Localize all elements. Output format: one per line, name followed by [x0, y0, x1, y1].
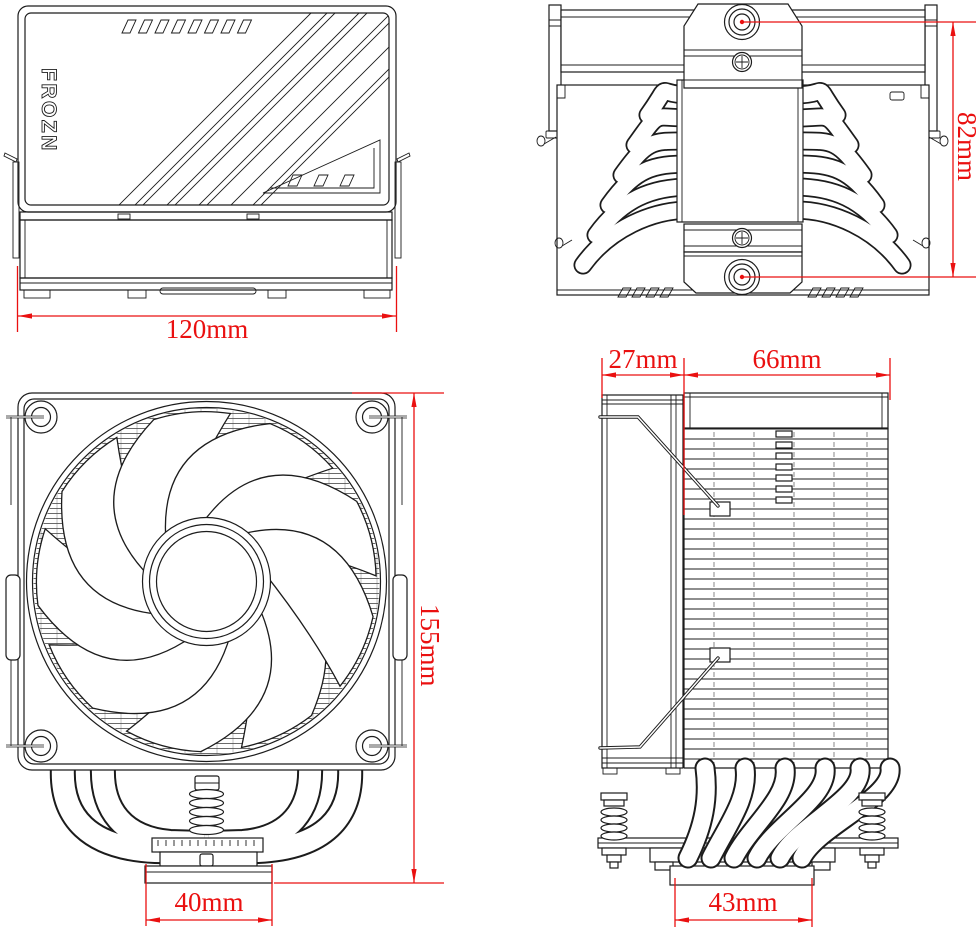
cold-plate [676, 79, 804, 223]
base-assembly-front [144, 775, 273, 884]
top-mount-block [683, 3, 803, 89]
fan-top-cover [17, 5, 397, 213]
diagonal-stripes [117, 13, 389, 205]
fin-top-plate [683, 392, 889, 429]
dimension-label-fin-depth: 66mm [752, 344, 821, 374]
vent-slats [121, 19, 253, 34]
fin-stack-top-edge [19, 211, 393, 299]
side-clips [3, 152, 411, 259]
dimension-base-43: 43mm [674, 878, 813, 927]
dimension-label-depth: 82mm [952, 112, 976, 181]
dimension-fan-27: 27mm [601, 344, 685, 515]
top-view: FROZN [3, 5, 411, 344]
base-block [144, 865, 273, 884]
fin-stack [684, 428, 888, 768]
bottom-mount-bracket [683, 223, 803, 296]
dimension-label-base-width: 40mm [174, 887, 243, 917]
dimension-label-width: 120mm [166, 314, 249, 344]
corner-screw-holes [24, 400, 389, 763]
corner-accent-panel [262, 139, 381, 194]
dimension-height-155: 155mm [274, 392, 445, 884]
dimension-width-120: 120mm [16, 266, 398, 344]
dimension-label-fan-thickness: 27mm [608, 344, 677, 374]
fin-stack-side [683, 392, 889, 769]
front-view: 155mm 40mm [2, 384, 445, 926]
bottom-view: 82mm [536, 3, 976, 298]
fan-clip-wires [6, 415, 407, 748]
clip-catch [709, 647, 731, 663]
fan-side-profile [601, 394, 684, 775]
dimension-base-40: 40mm [145, 864, 273, 926]
heatpipe-solder-column [775, 430, 793, 504]
spring-screws-side [600, 792, 886, 869]
heatpipes-side [677, 757, 901, 869]
heatpipes-spread [573, 82, 912, 275]
logo-text: FROZN [37, 68, 60, 153]
fan-assembly [2, 384, 408, 787]
clip-catch [709, 501, 731, 517]
dimension-label-height: 155mm [415, 604, 445, 687]
rubber-pad [5, 574, 21, 661]
rubber-pad [392, 574, 408, 661]
dimension-fins-66: 66mm [684, 344, 891, 400]
base-block-side [669, 865, 815, 886]
dimension-label-base-width-side: 43mm [708, 887, 777, 917]
spring-coil [188, 788, 225, 836]
dimension-depth-82: 82mm [742, 21, 976, 278]
side-view: 27mm 66mm 43mm [597, 344, 901, 927]
fan-wire-clips-side [598, 415, 720, 750]
fan-hub [141, 516, 272, 647]
